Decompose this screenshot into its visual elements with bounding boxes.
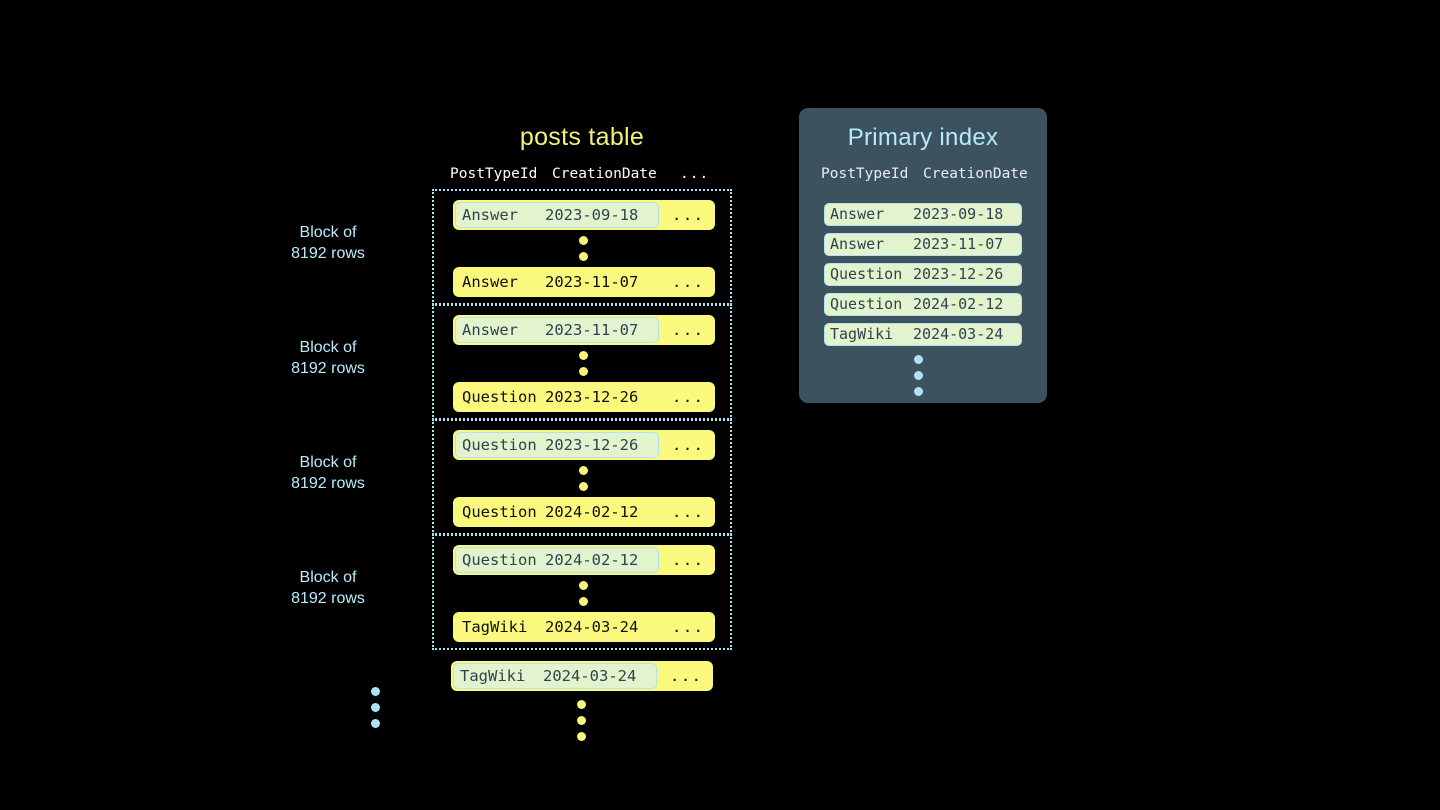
- index-cell-creationdate: 2023-11-07: [913, 235, 1004, 253]
- index-cell-creationdate: 2023-09-18: [913, 205, 1004, 223]
- index-row: Answer 2023-11-07: [824, 233, 1022, 256]
- cell-posttypeid: Question: [462, 388, 537, 406]
- cell-more: ...: [672, 618, 705, 636]
- index-row: Question 2024-02-12: [824, 293, 1022, 316]
- cell-more: ...: [670, 667, 703, 685]
- block-4-label-line2: 8192 rows: [291, 590, 365, 607]
- cell-more: ...: [672, 273, 705, 291]
- block-4: Block of 8192 rows Question 2024-02-12 .…: [291, 534, 732, 650]
- table-row: Answer 2023-11-07 ...: [453, 315, 715, 345]
- block-3: Block of 8192 rows Question 2023-12-26 .…: [291, 419, 732, 535]
- cell-more: ...: [672, 388, 705, 406]
- block-2: Block of 8192 rows Answer 2023-11-07 ...…: [291, 304, 732, 420]
- column-header-posttypeid: PostTypeId: [450, 166, 538, 182]
- index-cell-posttypeid: Question: [830, 265, 903, 283]
- index-cell-creationdate: 2023-12-26: [913, 265, 1004, 283]
- index-highlight-box: [455, 547, 659, 573]
- index-cell-posttypeid: TagWiki: [830, 325, 894, 343]
- table-row-trailing: TagWiki 2024-03-24 ...: [451, 661, 713, 691]
- cell-creationdate: 2024-03-24: [543, 667, 637, 685]
- blocks-trailing-vertical-ellipsis: [371, 687, 381, 735]
- table-row: Question 2024-02-12 ...: [453, 497, 715, 527]
- table-row: Answer 2023-11-07 ...: [453, 267, 715, 297]
- table-row: Question 2023-12-26 ...: [453, 382, 715, 412]
- cell-creationdate: 2023-12-26: [545, 388, 639, 406]
- block-4-label: Block of 8192 rows: [238, 567, 418, 609]
- index-highlight-box: [455, 317, 659, 343]
- index-highlight-box: [455, 202, 659, 228]
- table-trailing-vertical-ellipsis: [577, 700, 587, 748]
- cell-creationdate: 2024-02-12: [545, 503, 639, 521]
- table-row: Answer 2023-09-18 ...: [453, 200, 715, 230]
- block-3-label-line1: Block of: [299, 454, 357, 471]
- index-cell-posttypeid: Answer: [830, 205, 885, 223]
- index-cell-posttypeid: Question: [830, 295, 903, 313]
- cell-more: ...: [672, 206, 705, 224]
- index-row: Answer 2023-09-18: [824, 203, 1022, 226]
- posts-table-column-headers: PostTypeId CreationDate ...: [432, 166, 732, 186]
- blocks-container: Block of 8192 rows Answer 2023-09-18 ...…: [291, 189, 732, 650]
- cell-creationdate: 2024-03-24: [545, 618, 639, 636]
- block-1-label-line1: Block of: [299, 224, 357, 241]
- index-row: TagWiki 2024-03-24: [824, 323, 1022, 346]
- index-cell-creationdate: 2024-02-12: [913, 295, 1004, 313]
- block-2-label-line1: Block of: [299, 339, 357, 356]
- cell-creationdate: 2023-11-07: [545, 273, 639, 291]
- cell-posttypeid: Question: [462, 551, 537, 569]
- column-header-ellipsis: ...: [680, 166, 710, 182]
- cell-posttypeid: Answer: [462, 206, 518, 224]
- block-4-label-line1: Block of: [299, 569, 357, 586]
- index-column-header-posttypeid: PostTypeId: [821, 166, 909, 182]
- block-1-label: Block of 8192 rows: [238, 222, 418, 264]
- cell-more: ...: [672, 503, 705, 521]
- table-row: Question 2023-12-26 ...: [453, 430, 715, 460]
- block-1-label-line2: 8192 rows: [291, 245, 365, 262]
- index-cell-creationdate: 2024-03-24: [913, 325, 1004, 343]
- primary-index-vertical-ellipsis: [914, 355, 924, 403]
- index-cell-posttypeid: Answer: [830, 235, 885, 253]
- cell-posttypeid: Answer: [462, 273, 518, 291]
- cell-posttypeid: Question: [462, 436, 537, 454]
- table-row: Question 2024-02-12 ...: [453, 545, 715, 575]
- index-row: Question 2023-12-26: [824, 263, 1022, 286]
- posts-table-title: posts table: [519, 123, 645, 151]
- cell-creationdate: 2023-12-26: [545, 436, 639, 454]
- cell-posttypeid: Answer: [462, 321, 518, 339]
- primary-index-title: Primary index: [847, 124, 999, 151]
- primary-index-panel: Primary index PostTypeId CreationDate An…: [799, 108, 1047, 403]
- cell-creationdate: 2023-09-18: [545, 206, 639, 224]
- cell-more: ...: [672, 321, 705, 339]
- cell-posttypeid: TagWiki: [462, 618, 528, 636]
- index-highlight-box: [453, 663, 657, 689]
- primary-index-column-headers: PostTypeId CreationDate: [799, 166, 1047, 186]
- cell-creationdate: 2023-11-07: [545, 321, 639, 339]
- cell-posttypeid: Question: [462, 503, 537, 521]
- cell-posttypeid: TagWiki: [460, 667, 526, 685]
- index-column-header-creationdate: CreationDate: [923, 166, 1028, 182]
- cell-creationdate: 2024-02-12: [545, 551, 639, 569]
- primary-index-rows: Answer 2023-09-18 Answer 2023-11-07 Ques…: [824, 203, 1022, 353]
- column-header-creationdate: CreationDate: [552, 166, 657, 182]
- block-2-label-line2: 8192 rows: [291, 360, 365, 377]
- block-1: Block of 8192 rows Answer 2023-09-18 ...…: [291, 189, 732, 305]
- block-2-label: Block of 8192 rows: [238, 337, 418, 379]
- block-3-label: Block of 8192 rows: [238, 452, 418, 494]
- cell-more: ...: [672, 551, 705, 569]
- table-row: TagWiki 2024-03-24 ...: [453, 612, 715, 642]
- cell-more: ...: [672, 436, 705, 454]
- index-highlight-box: [455, 432, 659, 458]
- block-3-label-line2: 8192 rows: [291, 475, 365, 492]
